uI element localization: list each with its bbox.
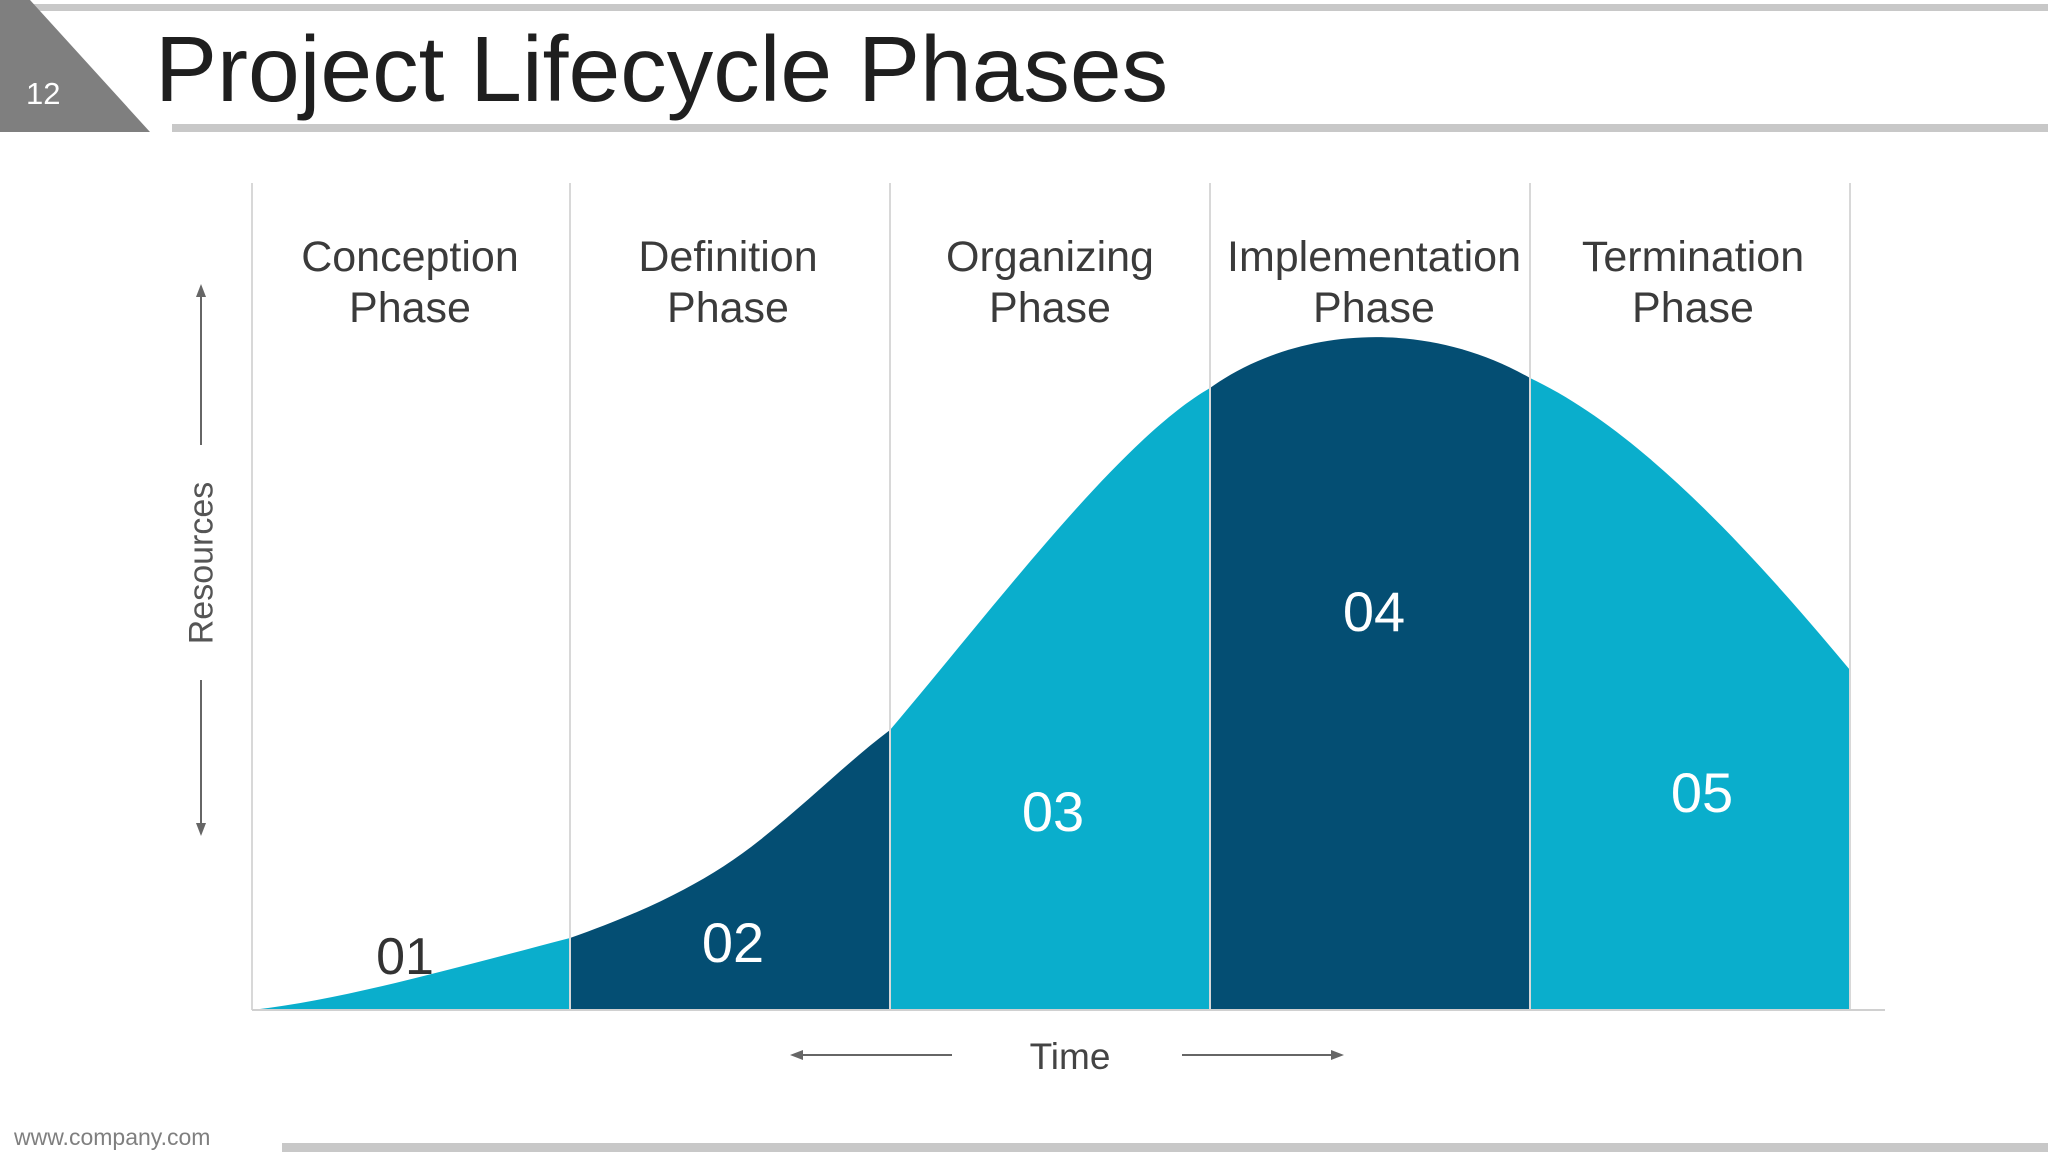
page-title: Project Lifecycle Phases	[155, 17, 1169, 121]
phase-label-definition: Definition Phase	[568, 232, 888, 333]
phase-label-line: Phase	[667, 283, 789, 332]
phase-label-implementation: Implementation Phase	[1214, 232, 1534, 333]
title-rule	[172, 124, 2048, 132]
slide-number-tab	[0, 0, 150, 132]
phase-label-line: Definition	[638, 233, 818, 281]
phase-4-area	[1210, 337, 1530, 1010]
phase-3-area	[890, 388, 1210, 1010]
phase-label-conception: Conception Phase	[250, 232, 570, 333]
phase-label-line: Implementation	[1227, 233, 1521, 281]
arrow-up-icon	[196, 284, 206, 297]
phase-label-line: Termination	[1581, 233, 1805, 281]
phase-label-termination: Termination Phase	[1533, 232, 1853, 333]
footer-website: www.company.com	[14, 1124, 211, 1150]
resources-axis-label: Resources	[182, 481, 221, 645]
phase-label-line: Conception	[301, 233, 519, 281]
arrow-down-icon	[196, 823, 206, 836]
time-axis-label: Time	[1029, 1036, 1111, 1077]
slide-number: 12	[26, 76, 61, 111]
phase-label-line: Phase	[989, 283, 1111, 332]
phase-number-04: 04	[1342, 580, 1406, 643]
phase-5-area	[1530, 378, 1850, 1010]
arrow-left-icon	[790, 1050, 803, 1060]
phase-number-02: 02	[701, 911, 765, 974]
phase-label-organizing: Organizing Phase	[890, 232, 1210, 333]
phase-2-area	[570, 730, 890, 1010]
phase-label-line: Phase	[1632, 283, 1754, 332]
top-rule	[30, 4, 2048, 11]
phase-label-line: Phase	[1313, 283, 1435, 332]
phase-label-line: Phase	[349, 283, 471, 332]
footer-rule	[282, 1143, 2048, 1152]
phase-number-01: 01	[376, 928, 434, 986]
arrow-right-icon	[1331, 1050, 1344, 1060]
phase-label-line: Organizing	[946, 233, 1154, 281]
phase-number-03: 03	[1021, 780, 1085, 843]
phase-number-05: 05	[1670, 761, 1734, 824]
phase-1-area	[252, 938, 570, 1010]
